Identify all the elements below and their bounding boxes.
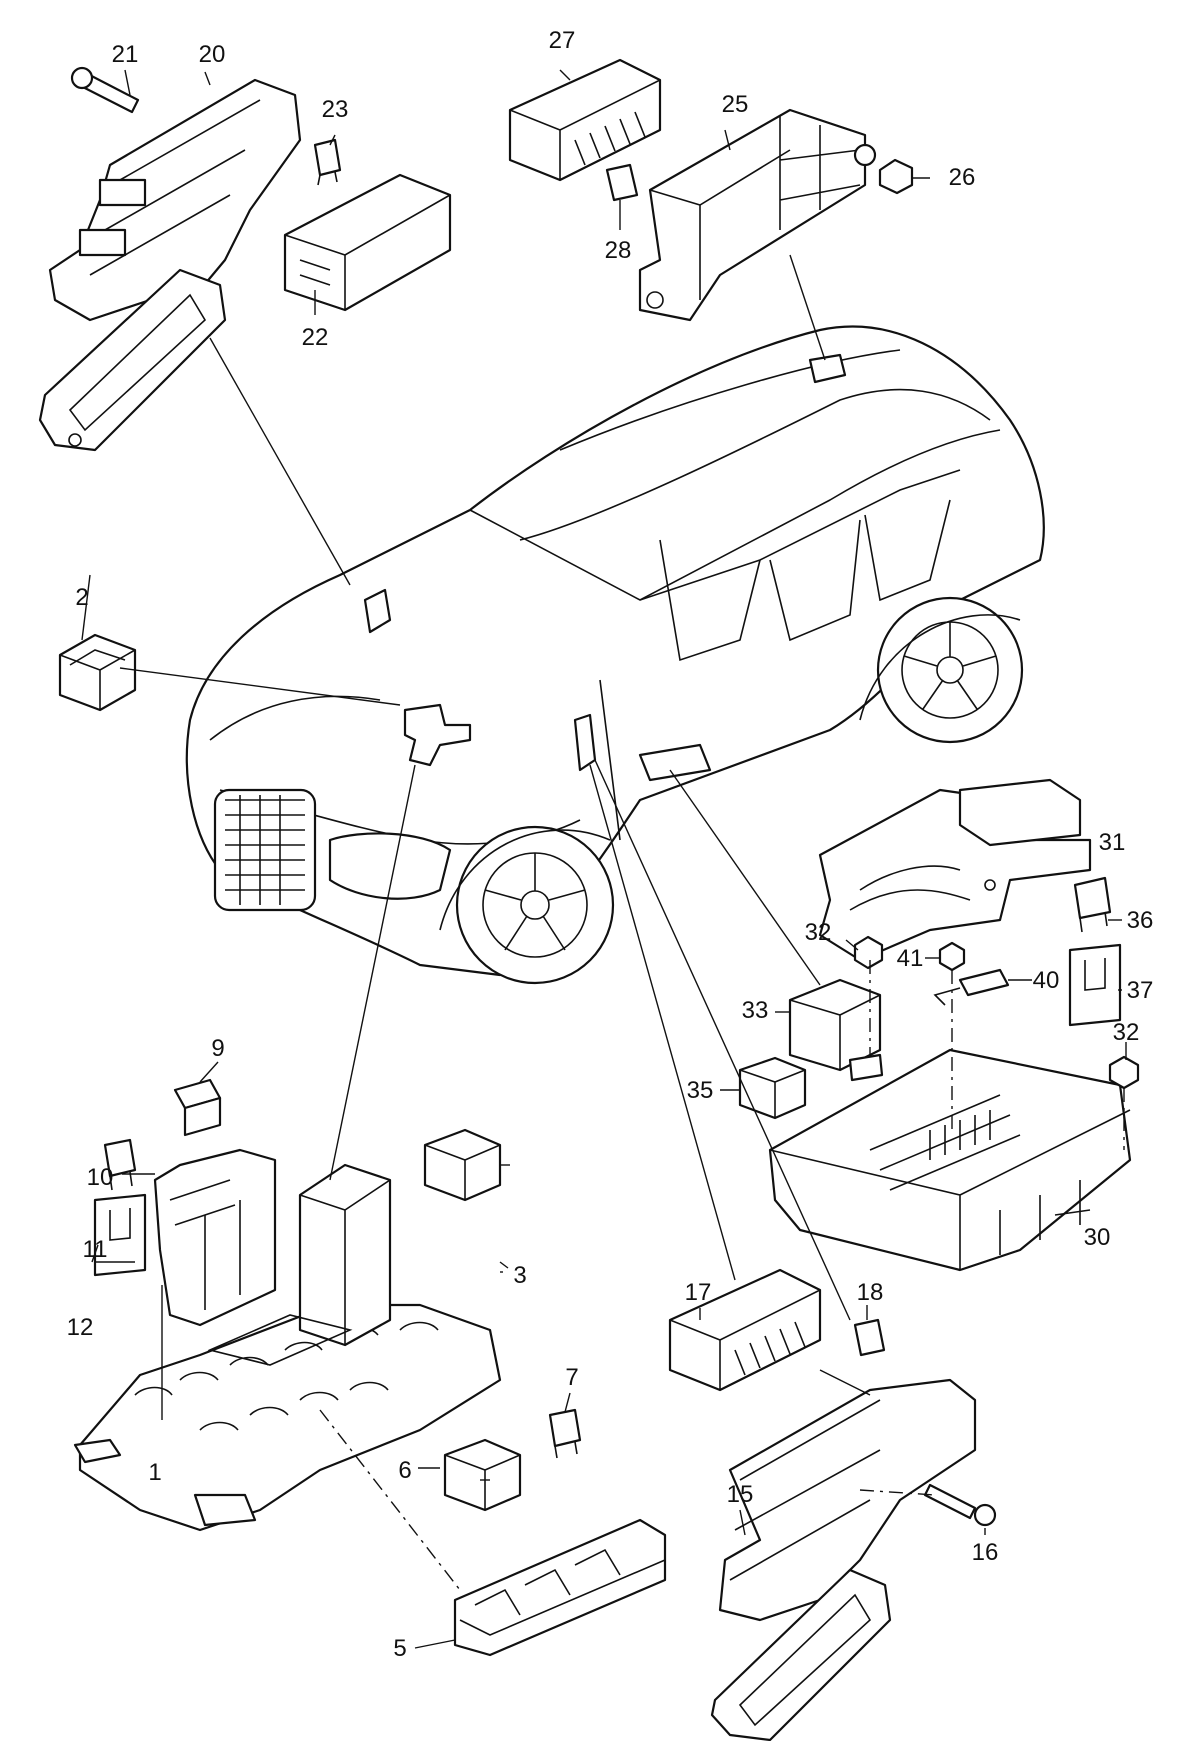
part-36-fuse	[1073, 876, 1112, 933]
label-18: 18	[857, 1279, 884, 1306]
label-1: 1	[148, 1459, 161, 1486]
label-25: 25	[722, 91, 749, 118]
part-1-fuse-carrier	[73, 1163, 502, 1532]
part-3-relay	[423, 1128, 502, 1202]
part-5-holder	[453, 1518, 667, 1657]
part-11-fuse	[103, 1138, 137, 1191]
part-17-connector	[668, 1268, 822, 1392]
label-3: 3	[513, 1262, 526, 1289]
label-9: 9	[211, 1035, 224, 1062]
part-7-fuse	[548, 1408, 582, 1459]
label-16: 16	[972, 1539, 999, 1566]
label-12: 12	[67, 1314, 94, 1341]
part-6-relay	[443, 1438, 522, 1512]
part-30-electronics-box	[768, 1048, 1132, 1272]
label-30: 30	[1084, 1224, 1111, 1251]
part-33-relay-holder	[788, 978, 884, 1082]
label-11: 11	[83, 1236, 108, 1263]
part-40-terminal	[933, 968, 1010, 1006]
label-10: 10	[87, 1164, 114, 1191]
label-41: 41	[897, 945, 924, 972]
part-35-relay	[738, 1056, 807, 1120]
label-15: 15	[727, 1481, 754, 1508]
label-37: 37	[1127, 977, 1154, 1004]
part-18-clip	[853, 1318, 886, 1357]
label-22: 22	[302, 324, 329, 351]
part-9-fuse	[173, 1078, 222, 1137]
part-31-plate	[818, 778, 1092, 962]
label-7: 7	[565, 1364, 578, 1391]
label-2: 2	[75, 584, 88, 611]
vehicle-illustration	[185, 325, 1045, 985]
part-20-bracket	[38, 66, 302, 452]
part-26-nut	[878, 158, 914, 195]
label-6: 6	[398, 1457, 411, 1484]
part-10-cover	[153, 1148, 277, 1327]
part-22-module	[283, 138, 452, 312]
part-15-bracket	[710, 1378, 977, 1741]
label-27: 27	[549, 27, 576, 54]
part-25-bracket	[638, 108, 877, 322]
label-28: 28	[605, 237, 632, 264]
label-33: 33	[742, 997, 769, 1024]
label-20: 20	[199, 41, 226, 68]
label-36: 36	[1127, 907, 1154, 934]
part-32-nut-lower	[1108, 1055, 1140, 1090]
part-32-nut-upper	[853, 935, 884, 970]
label-21: 21	[112, 41, 139, 68]
label-23: 23	[322, 96, 349, 123]
label-17: 17	[685, 1279, 712, 1306]
part-2-holder	[58, 633, 137, 712]
callouts	[81, 69, 1127, 1649]
leader-lines	[119, 254, 1125, 1591]
part-41-nut	[938, 941, 966, 972]
label-32-lower: 32	[1113, 1019, 1140, 1046]
label-26: 26	[949, 164, 976, 191]
part-12-insert	[93, 1193, 147, 1277]
label-32-upper: 32	[805, 919, 832, 946]
part-16-bolt	[923, 1483, 997, 1527]
label-5: 5	[393, 1635, 406, 1662]
label-40: 40	[1033, 967, 1060, 994]
part-27-connector	[508, 58, 662, 182]
label-31: 31	[1099, 829, 1126, 856]
part-37-insert	[1068, 943, 1122, 1027]
part-28-clip	[605, 163, 639, 202]
label-35: 35	[687, 1077, 714, 1104]
label-set: 1 2 3 5 6 7 9 10 11 12 15 16 17 18 20 21…	[67, 27, 1154, 1662]
